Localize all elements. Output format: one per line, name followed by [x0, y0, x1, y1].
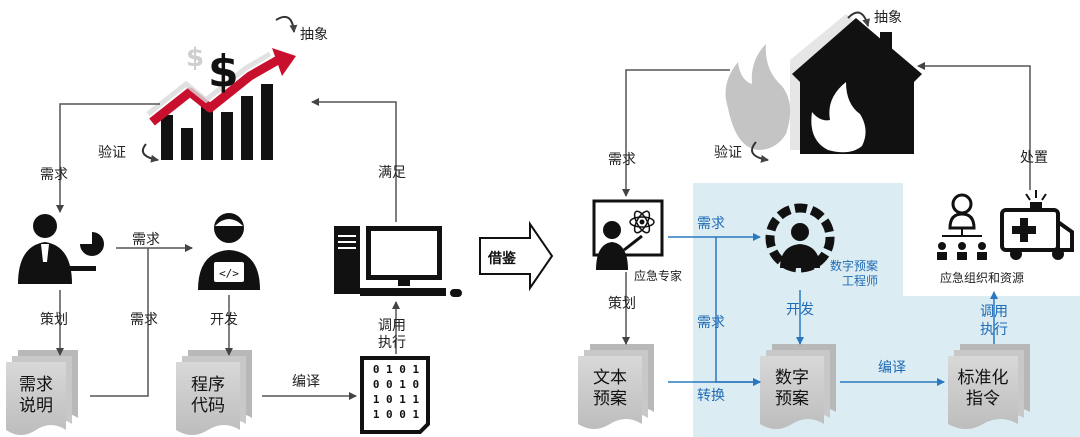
label-exec-left: 执行 [378, 335, 406, 351]
label-verify-left: 验证 [98, 145, 126, 161]
verify-curve-arrow-right [751, 141, 769, 163]
label-plan-right: 策划 [608, 296, 636, 312]
doc-standard-text: 标准化 指令 [957, 368, 1009, 409]
doc-text-plan-text: 文本 预案 [593, 368, 627, 409]
emergency-org-icon [937, 193, 987, 260]
programmer-icon: </> [198, 213, 260, 290]
expert-icon [18, 214, 104, 284]
verify-curve-arrow-left [142, 143, 159, 163]
computer-icon [334, 226, 462, 297]
label-emergency-org: 应急组织和资源 [940, 271, 1025, 285]
digital-plan-engineer-icon [765, 203, 835, 273]
label-call-right: 调用 [980, 304, 1008, 320]
label-need-side: 需求 [697, 315, 725, 331]
label-engineer-2: 工程师 [842, 274, 879, 288]
house-fire-icon [725, 14, 922, 154]
label-develop-right: 开发 [786, 302, 814, 318]
label-handle: 处置 [1020, 150, 1048, 166]
arrow-handle [917, 62, 1031, 190]
arrow-need-to-emergency-expert [622, 69, 730, 197]
label-call-left: 调用 [378, 318, 406, 334]
abstract-curve-arrow-right [847, 11, 871, 27]
text-plan-doc-icon [578, 344, 654, 429]
label-need-to-engineer: 需求 [697, 216, 725, 232]
label-need-back-left: 需求 [130, 312, 158, 328]
borrow-arrow [479, 220, 554, 292]
label-exec-right: 执行 [980, 322, 1008, 338]
label-need-developer-left: 需求 [132, 232, 160, 248]
label-engineer-1: 数字预案 [830, 259, 879, 273]
finance-growth-icon: $ $ [146, 43, 296, 160]
doc-program-text: 程序 代码 [191, 375, 225, 416]
svg-text:$: $ [186, 43, 204, 73]
label-need-top-right: 需求 [608, 152, 636, 168]
program-code-doc-icon [176, 350, 252, 435]
doc-requirements-text: 需求 说明 [19, 375, 53, 416]
label-emergency-expert: 应急专家 [634, 269, 683, 283]
svg-text:$: $ [208, 46, 239, 97]
label-need-expert-left: 需求 [40, 167, 68, 183]
label-borrow: 借鉴 [488, 251, 516, 267]
label-compile-right: 编译 [878, 360, 906, 376]
arrow-satisfy [311, 98, 397, 222]
emergency-expert-icon [592, 199, 664, 270]
standard-instruction-doc-icon [948, 344, 1030, 429]
doc-digital-plan-text: 数字 预案 [775, 368, 809, 409]
label-abstract-right: 抽象 [874, 10, 902, 26]
label-convert: 转换 [697, 388, 725, 404]
binary-rows: 0 1 0 1 0 0 1 0 1 0 1 1 1 0 0 1 [372, 363, 420, 421]
svg-text:</>: </> [219, 267, 239, 280]
abstract-curve-arrow-left [275, 16, 298, 33]
arrow-need-to-expert [56, 103, 160, 213]
arrow-doc-back-need [90, 248, 149, 397]
requirements-doc-icon [6, 350, 78, 435]
label-compile-left: 编译 [292, 374, 320, 390]
label-develop-left: 开发 [210, 312, 238, 328]
label-plan-left: 策划 [40, 312, 68, 328]
label-verify-right: 验证 [714, 145, 742, 161]
ambulance-icon [1000, 190, 1074, 260]
label-satisfy: 满足 [378, 165, 406, 181]
digital-plan-doc-icon [760, 344, 836, 429]
label-abstract-left: 抽象 [300, 27, 328, 43]
binary-instruction-doc [360, 356, 430, 434]
